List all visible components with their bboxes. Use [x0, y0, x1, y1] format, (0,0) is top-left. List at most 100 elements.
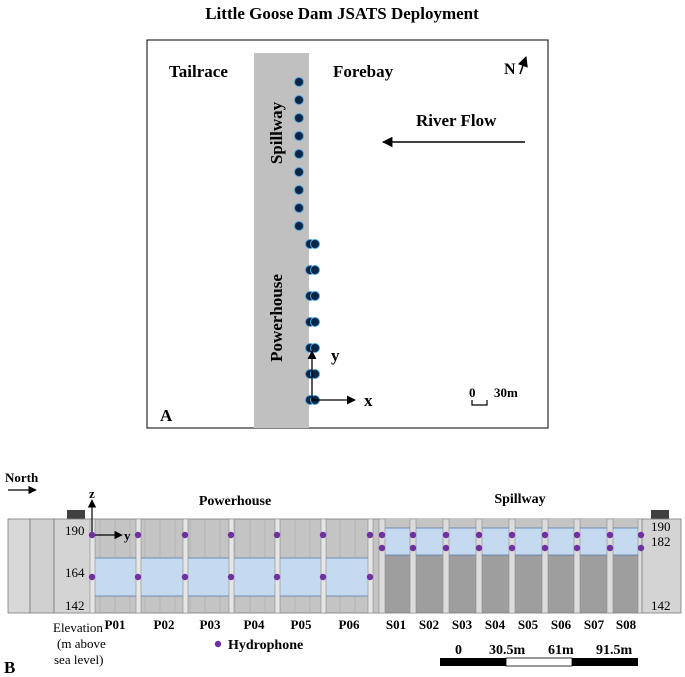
axis-y-label-b: y [124, 528, 131, 543]
unit-label-s07: S07 [584, 617, 605, 632]
scale-b-30: 30.5m [489, 643, 526, 658]
hydrophone-a-icon [310, 265, 320, 275]
hydrophone-b-icon [409, 531, 417, 539]
axis-z-label: z [89, 486, 95, 501]
hydrophone-b-icon [273, 573, 281, 581]
powerhouse-label-b: Powerhouse [199, 494, 271, 509]
hydrophone-b-icon [637, 531, 645, 539]
hydrophone-b-icon [181, 573, 189, 581]
scale-b-0: 0 [455, 643, 462, 658]
unit-label-s05: S05 [518, 617, 539, 632]
unit-label-p02: P02 [154, 617, 175, 632]
hydrophone-b-icon [366, 531, 374, 539]
elevation-caption-3: sea level) [54, 652, 103, 667]
hydrophone-b-icon [134, 573, 142, 581]
hydrophone-b-icon [606, 544, 614, 552]
forebay-label: Forebay [333, 62, 394, 81]
legend-hydrophone-label: Hydrophone [228, 638, 303, 653]
spillway-pier [508, 518, 516, 614]
hydrophone-b-icon [573, 531, 581, 539]
left-abutment-2 [29, 518, 55, 614]
panel-b-label: B [4, 658, 15, 677]
scale-b-61: 61m [548, 643, 574, 658]
crane-right [651, 510, 669, 519]
hydrophone-b-icon [637, 544, 645, 552]
spillway-pier [409, 518, 417, 614]
panel-a-label: A [160, 406, 173, 425]
unit-label-p06: P06 [339, 617, 360, 632]
hydrophone-a-icon [294, 95, 304, 105]
north-arrow-icon [517, 56, 528, 75]
north-label-b: North [5, 470, 39, 485]
powerhouse-pier [182, 518, 189, 614]
hydrophone-b-icon [541, 531, 549, 539]
unit-label-s03: S03 [452, 617, 473, 632]
scale-b-seg1 [440, 658, 506, 666]
elev-left-142: 142 [65, 598, 85, 613]
scale-b-seg2 [505, 657, 573, 667]
elev-right-190: 190 [651, 519, 671, 534]
scale-a-length: 30m [494, 385, 518, 400]
axis-y-label-a: y [331, 346, 340, 365]
spillway-pier [606, 518, 614, 614]
hydrophone-b-icon [181, 531, 189, 539]
crane-left [67, 510, 85, 519]
hydrophone-b-icon [606, 531, 614, 539]
unit-label-s02: S02 [419, 617, 439, 632]
spillway-piers [378, 518, 645, 614]
unit-label-p01: P01 [105, 617, 126, 632]
powerhouse-pier [320, 518, 327, 614]
spillway-pier [442, 518, 450, 614]
scale-b-91: 91.5m [596, 643, 633, 658]
elevation-caption-2: (m above [57, 636, 106, 651]
figure-title: Little Goose Dam JSATS Deployment [205, 4, 479, 23]
hydrophone-b-icon [573, 544, 581, 552]
scale-a-bar [471, 400, 488, 406]
hydrophone-b-icon [508, 531, 516, 539]
powerhouse-pier [135, 518, 142, 614]
left-elevation-block [53, 518, 93, 614]
spillway-label: Spillway [267, 101, 286, 164]
spillway-pier [541, 518, 549, 614]
powerhouse-pier [274, 518, 281, 614]
unit-label-s08: S08 [616, 617, 637, 632]
hydrophone-b-icon [442, 544, 450, 552]
hydrophone-a-icon [294, 131, 304, 141]
hydrophone-a-icon [294, 149, 304, 159]
elev-right-182: 182 [651, 534, 671, 549]
hydrophone-a-icon [310, 291, 320, 301]
unit-label-p05: P05 [291, 617, 312, 632]
hydrophone-a-icon [310, 369, 320, 379]
panel-a-frame [146, 39, 549, 429]
left-abutment [7, 518, 31, 614]
elevation-caption-1: Elevation [53, 620, 103, 635]
elev-left-190: 190 [65, 523, 85, 538]
hydrophone-a-icon [294, 77, 304, 87]
powerhouse-pier [367, 518, 374, 614]
hydrophone-b-icon [227, 573, 235, 581]
hydrophone-b-icon [541, 544, 549, 552]
spillway-label-b: Spillway [494, 492, 545, 507]
hydrophone-b-icon [475, 531, 483, 539]
hydrophone-b-icon [88, 573, 96, 581]
spillway-pier [475, 518, 483, 614]
hydrophone-b-icon [442, 531, 450, 539]
scale-b-seg3 [572, 658, 638, 666]
hydrophone-b-icon [88, 531, 96, 539]
hydrophone-b-icon [378, 531, 386, 539]
hydrophone-b-icon [475, 544, 483, 552]
hydrophone-a-icon [310, 239, 320, 249]
powerhouse-piers [89, 518, 374, 614]
hydrophone-b-icon [319, 573, 327, 581]
hydrophone-b-icon [508, 544, 516, 552]
hydrophone-a-icon [294, 185, 304, 195]
unit-label-s06: S06 [551, 617, 572, 632]
right-elevation-block [641, 518, 682, 614]
unit-label-s01: S01 [386, 617, 406, 632]
legend-hydrophone-icon [214, 640, 222, 648]
hydrophone-b-icon [273, 531, 281, 539]
powerhouse-label: Powerhouse [267, 274, 286, 362]
hydrophone-b-icon [378, 544, 386, 552]
